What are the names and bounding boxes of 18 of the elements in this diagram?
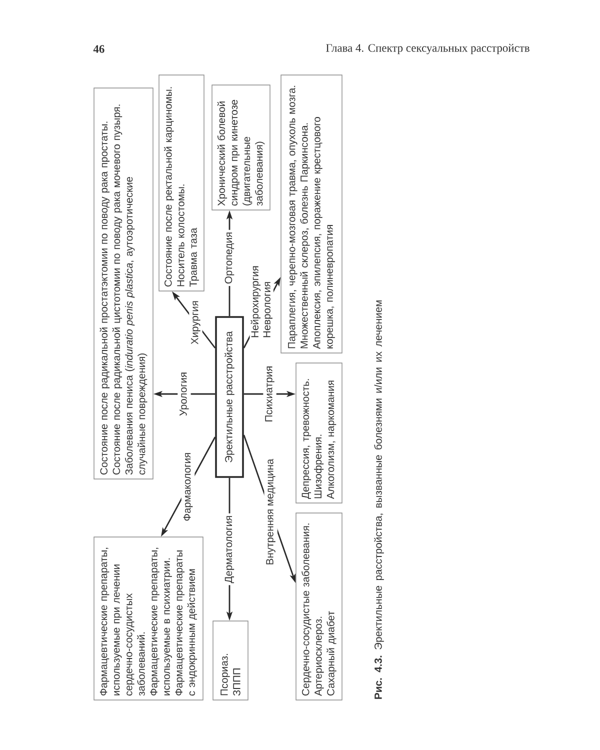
figure-caption: Рис. 4.3. Эректильные расстройства, вызванные болезнями и/или их лечением — [374, 300, 384, 699]
edge-label: Ортопедия — [222, 230, 236, 286]
text-box: Фармацевтические препараты, используемые при лечении сердечно-сосудистых заболеваний. Фармацевтические препараты, используемые в психиатрии. Фармацевтические препараты с эндокринным действием — [94, 536, 204, 700]
running-header: Глава 4. Спектр сексуальных расстройств — [326, 44, 530, 54]
text-box: Депрессия, тревожность. Шизофрения. Алкоголизм, наркомания — [296, 362, 342, 504]
text-box: Хронический болевой синдром при кинетозе (двигательные заболевания) — [212, 84, 270, 210]
text-box: Сердечно-сосудистые заболевания. Артериосклероз. Сахарный диабет — [296, 512, 342, 700]
edge-label: Урология — [178, 370, 191, 418]
text-box: Параплегия, черепно-мозговая травма, опухоль мозга. Множественный склероз, болезнь Паркинсона. Апоплексия, эпилепсия, поражение крестцового корешка, полиневропатия — [280, 74, 342, 354]
edge-label: Фармакология — [181, 450, 195, 524]
edge-label: Нейрохирургия Неврология — [250, 262, 274, 339]
topic-box: Эректильные расстройства — [215, 316, 244, 478]
edge-label: Психиатрия — [263, 364, 276, 424]
edge-label: Хирургия — [189, 298, 202, 346]
text-box: Псориаз. ЗППП — [212, 620, 248, 700]
page-number: 46 — [93, 45, 104, 53]
edge-label: Внутренняя медицина — [264, 456, 278, 568]
edge-label: Дерматология — [222, 513, 236, 586]
